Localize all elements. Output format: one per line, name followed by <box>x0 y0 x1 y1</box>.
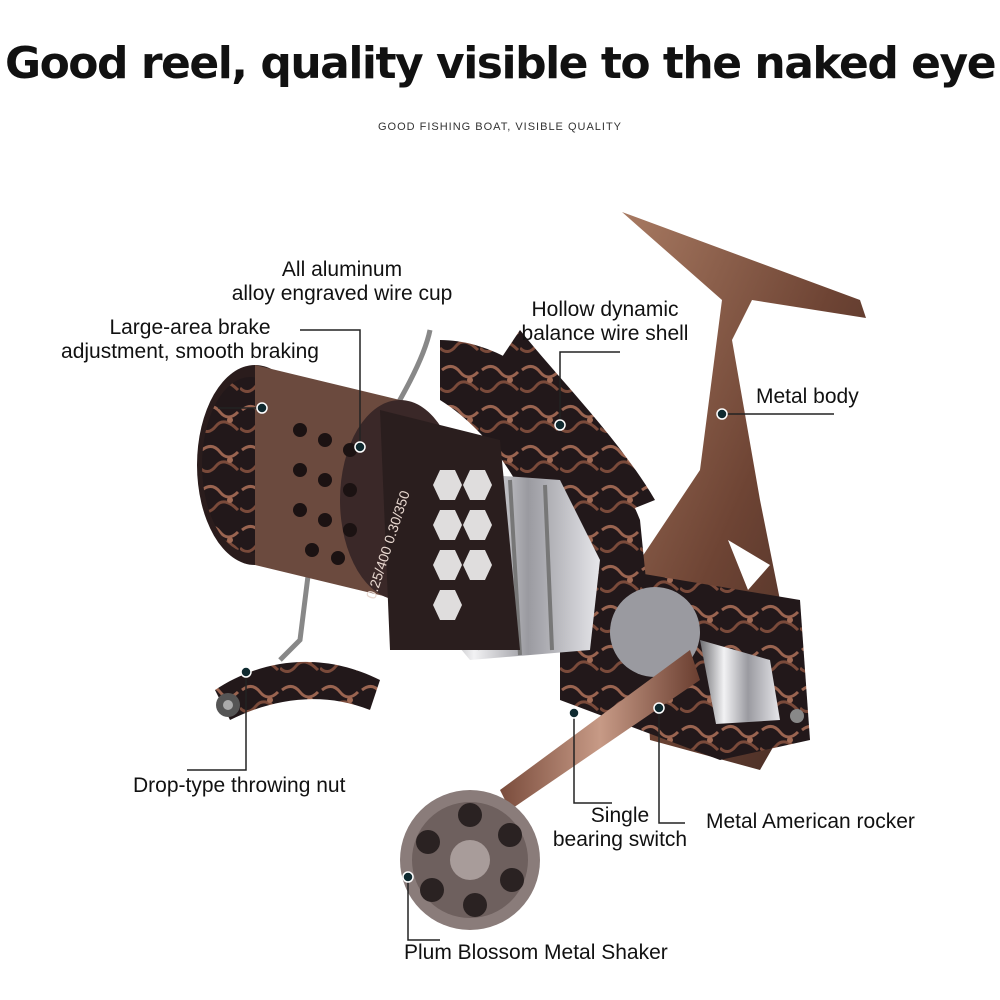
callout-bearing-line2: bearing switch <box>552 828 688 851</box>
callout-wire-shell-line1: Hollow dynamic <box>531 298 679 321</box>
handle <box>400 587 700 930</box>
callout-metal-body: Metal body <box>756 385 859 408</box>
callout-bearing-line1: Single <box>590 804 650 827</box>
page-title: Good reel, quality visible to the naked … <box>4 38 997 89</box>
callout-wire-cup-line1: All aluminum <box>281 258 403 281</box>
callout-throwing-nut: Drop-type throwing nut <box>133 774 346 797</box>
bail-arm <box>215 661 380 720</box>
callout-lines <box>187 329 834 941</box>
callout-rocker: Metal American rocker <box>706 810 915 833</box>
callout-brake-line2: adjustment, smooth braking <box>61 340 319 363</box>
callout-bearing-switch: Single bearing switch <box>540 804 700 852</box>
spool: 0.25/400 0.30/350 <box>197 365 520 650</box>
callout-wire-shell-line2: balance wire shell <box>521 322 689 345</box>
callout-wire-cup-line2: alloy engraved wire cup <box>231 282 453 305</box>
page-subtitle: GOOD FISHING BOAT, VISIBLE QUALITY <box>377 121 623 133</box>
callout-dots <box>240 402 728 883</box>
callout-brake-line1: Large-area brake <box>109 316 271 339</box>
callout-wire-cup: All aluminum alloy engraved wire cup <box>212 258 472 306</box>
callout-brake: Large-area brake adjustment, smooth brak… <box>40 316 340 364</box>
callout-shaker: Plum Blossom Metal Shaker <box>404 941 668 964</box>
callout-wire-shell: Hollow dynamic balance wire shell <box>500 298 710 346</box>
